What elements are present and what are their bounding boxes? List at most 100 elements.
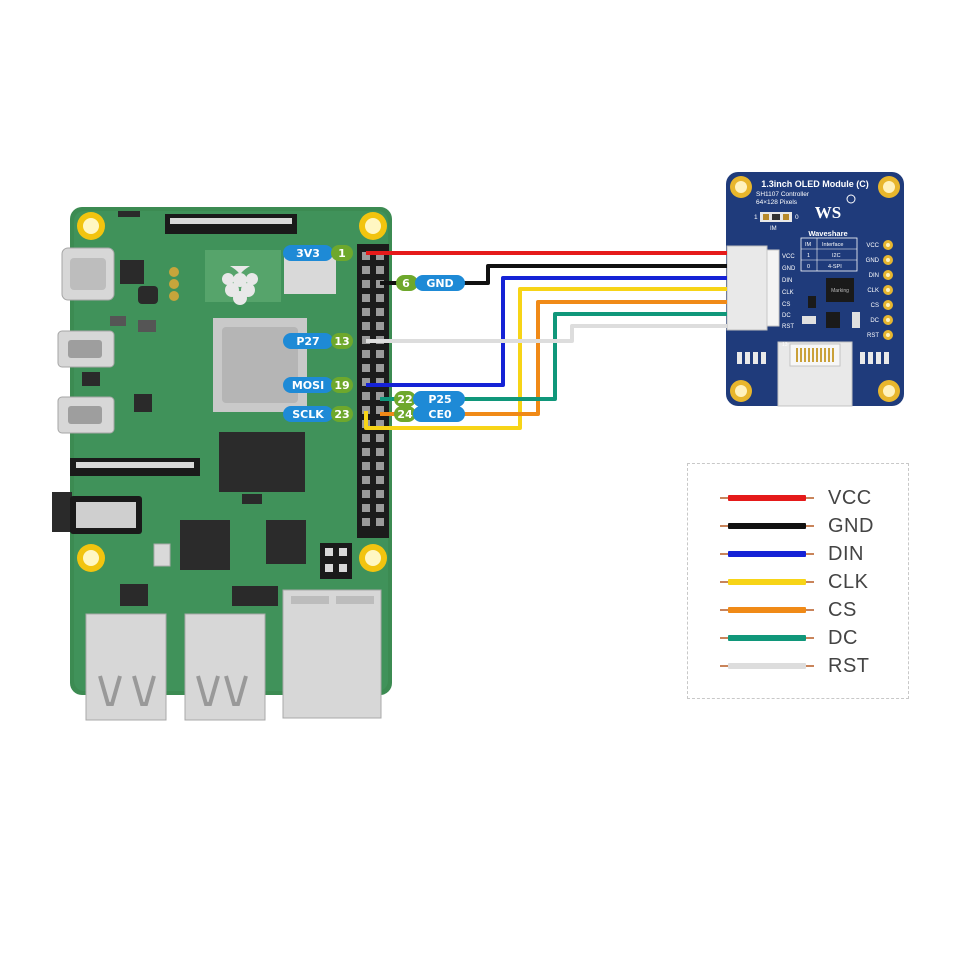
fpc-connector: 13 (777, 341, 853, 407)
svg-text:4-SPI: 4-SPI (828, 264, 842, 270)
legend-label: CLK (828, 570, 869, 593)
mounting-hole (359, 544, 387, 572)
svg-text:24: 24 (397, 408, 413, 421)
right-pin-label: DC (870, 318, 879, 324)
mounting-hole (359, 212, 387, 240)
module-subtitle-pixels: 64×128 Pixels (756, 199, 798, 206)
legend-swatch (720, 579, 814, 585)
pin-label-rst: RST (782, 324, 794, 330)
raspberry-pi-board (52, 207, 392, 721)
svg-text:3V3: 3V3 (296, 247, 320, 260)
legend-label: CS (828, 598, 857, 621)
usb-port (184, 613, 266, 721)
pin-label-dc: DC (782, 313, 791, 319)
legend-item-din: DIN (720, 540, 864, 568)
oled-module: 1.3inch OLED Module (C) SH1107 Controlle… (726, 172, 904, 407)
module-subtitle-controller: SH1107 Controller (756, 191, 810, 198)
wire-clk (364, 287, 727, 430)
right-pin-label: CLK (867, 288, 879, 294)
legend-label: GND (828, 514, 874, 537)
svg-text:CE0: CE0 (428, 408, 452, 421)
svg-text:6: 6 (402, 277, 410, 290)
pin-label-sclk: SCLK 23 (283, 406, 353, 422)
svg-text:MOSI: MOSI (292, 379, 324, 392)
oled-connector (726, 245, 780, 331)
legend-item-dc: DC (720, 624, 858, 652)
pin-label-din: DIN (782, 278, 792, 284)
module-chip (826, 278, 854, 302)
svg-text:19: 19 (334, 379, 349, 392)
right-pin-label: GND (866, 258, 880, 264)
legend-swatch (720, 635, 814, 641)
wire-dc (380, 312, 727, 401)
legend-swatch (720, 607, 814, 613)
mounting-hole (730, 176, 752, 198)
svg-text:P27: P27 (296, 335, 319, 348)
legend-item-cs: CS (720, 596, 857, 624)
svg-text:I2C: I2C (832, 253, 841, 259)
svg-text:22: 22 (397, 393, 412, 406)
pin-label-clk: CLK (782, 290, 794, 296)
right-pin-label: DIN (869, 273, 879, 279)
ram-chip (219, 432, 305, 492)
legend-item-clk: CLK (720, 568, 869, 596)
pin-label-gnd: 6 GND (396, 275, 465, 291)
pin-label-gnd: GND (782, 266, 796, 272)
legend-item-gnd: GND (720, 512, 874, 540)
svg-text:IM: IM (770, 226, 777, 232)
legend-swatch (720, 495, 814, 501)
wire-din (366, 276, 727, 387)
pin-label-p25: 22 P25 (394, 391, 465, 407)
svg-text:SCLK: SCLK (292, 408, 324, 421)
svg-text:WS: WS (815, 203, 841, 222)
wire-color-legend: VCC GND DIN CLK CS DC RST (687, 463, 909, 699)
right-pin-label: RST (867, 333, 879, 339)
gpio-header (357, 244, 389, 538)
mounting-hole (77, 212, 105, 240)
svg-text:0: 0 (795, 214, 799, 221)
legend-label: VCC (828, 486, 872, 509)
right-pin-label: VCC (866, 243, 879, 249)
im-jumper: 1 0 IM (754, 212, 799, 232)
pin-label-ce0: 24 CE0 (394, 406, 465, 422)
pin-label-cs: CS (782, 302, 790, 308)
wires (364, 251, 727, 430)
svg-text:1: 1 (807, 253, 810, 259)
svg-text:Interface: Interface (822, 242, 843, 248)
raspberry-logo (222, 266, 258, 305)
mounting-hole (77, 544, 105, 572)
usb-port (85, 613, 167, 721)
mounting-hole (878, 380, 900, 402)
legend-label: RST (828, 654, 870, 677)
svg-text:GND: GND (426, 277, 453, 290)
right-pin-label: CS (871, 303, 879, 309)
legend-swatch (720, 523, 814, 529)
legend-item-vcc: VCC (720, 484, 872, 512)
pin-label-p27: P27 13 (283, 333, 353, 349)
svg-text:13: 13 (782, 342, 788, 348)
mounting-hole (878, 176, 900, 198)
svg-text:13: 13 (334, 335, 349, 348)
svg-text:0: 0 (807, 264, 810, 270)
legend-label: DIN (828, 542, 864, 565)
svg-text:23: 23 (334, 408, 349, 421)
interface-table: IM Interface 1 I2C 0 4-SPI (800, 237, 858, 272)
legend-swatch (720, 551, 814, 557)
svg-text:P25: P25 (428, 393, 451, 406)
legend-label: DC (828, 626, 858, 649)
pin-label-3v3: 3V3 1 (283, 245, 353, 261)
waveshare-logo: WS Waveshare (808, 194, 856, 238)
pin-label-vcc: VCC (782, 254, 795, 260)
module-title: 1.3inch OLED Module (C) (761, 179, 869, 189)
audio-jack (52, 492, 72, 532)
svg-text:1: 1 (754, 214, 758, 221)
brand-name: Waveshare (808, 229, 847, 238)
wire-rst (366, 324, 727, 343)
mounting-hole (730, 380, 752, 402)
svg-text:Marking: Marking (831, 288, 849, 294)
legend-item-rst: RST (720, 652, 870, 680)
svg-text:1: 1 (338, 247, 346, 260)
legend-swatch (720, 663, 814, 669)
ethernet-port (282, 589, 382, 719)
